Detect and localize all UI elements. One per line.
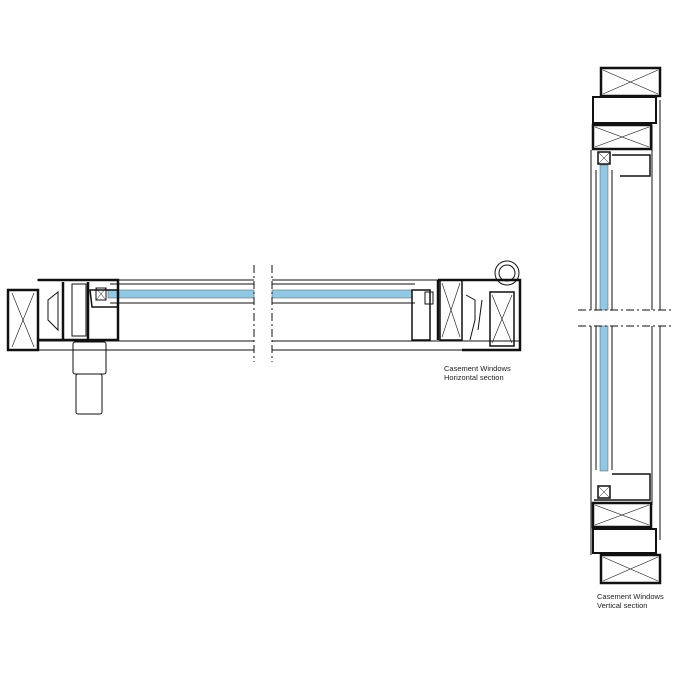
hinge — [494, 260, 520, 286]
handle — [72, 341, 107, 415]
vertical-section-caption: Casement Windows Vertical section — [597, 592, 664, 610]
bottom-frame-profile — [591, 473, 662, 585]
caption-subtitle: Horizontal section — [444, 373, 504, 382]
right-frame-profile — [411, 278, 522, 352]
sightlines — [590, 100, 661, 555]
caption-title: Casement Windows — [597, 592, 664, 601]
left-frame-profile — [6, 278, 120, 352]
horizontal-section-drawing — [6, 260, 522, 415]
caption-subtitle: Vertical section — [597, 601, 648, 610]
horizontal-section-caption: Casement Windows Horizontal section — [444, 364, 511, 382]
vertical-section-drawing — [578, 66, 672, 585]
break-lines — [578, 309, 672, 327]
top-frame-profile — [591, 66, 662, 177]
glass-pane — [271, 289, 413, 299]
break-lines — [253, 265, 273, 362]
glass-pane — [107, 289, 255, 299]
glass-pane — [599, 164, 609, 311]
glass-pane — [599, 325, 609, 472]
caption-title: Casement Windows — [444, 364, 511, 373]
